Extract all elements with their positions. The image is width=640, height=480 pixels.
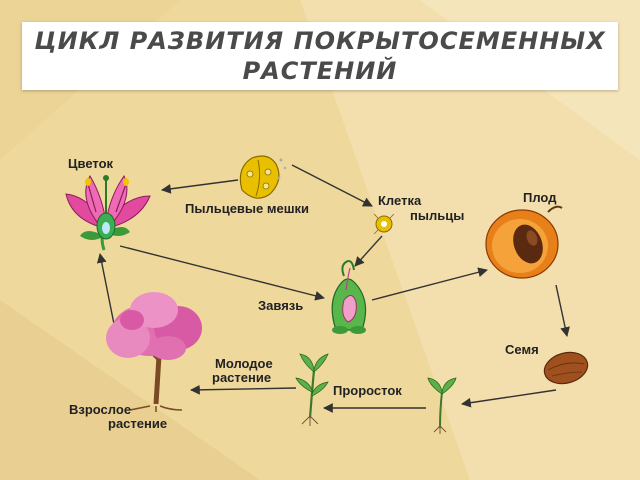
arrow-young-plant-to-adult-plant [190,384,297,395]
title-banner: Цикл развития покрытосеменных растений [22,22,618,90]
arrow-fruit-to-seed [555,284,570,337]
arrow-ovary-to-fruit [371,267,488,301]
label-sprout: Проросток [333,383,402,398]
label-ovary: Завязь [258,298,304,313]
young-plant-illustration [295,353,329,426]
sprout-illustration [427,377,457,434]
adult-plant-illustration [106,292,202,412]
label-adult-plant-line1: Взрослое [69,402,132,417]
label-pollen-sacs: Пыльцевые мешки [185,201,310,216]
label-young-plant-line1: Молодое [215,356,273,371]
arrow-seed-to-sprout [461,389,557,408]
label-fruit: Плод [523,190,557,205]
label-adult-plant-line2: растение [108,416,168,431]
pollen-cell-illustration [373,213,395,235]
arrow-adult-plant-to-flower [96,253,115,325]
arrow-flower-to-ovary [119,245,325,301]
label-seed: Семя [505,342,539,357]
arrow-pollen-sacs-to-flower [161,179,239,194]
title-line-1: Цикл развития покрытосеменных [34,27,606,55]
arrows [96,164,570,413]
label-pollen-cell-line2: пыльцы [410,208,465,223]
fruit-illustration [485,205,563,279]
ovary-illustration [331,260,367,334]
flower-illustration [65,174,151,251]
seed-illustration [543,351,589,385]
label-pollen-cell-line1: Клетка [378,193,422,208]
label-flower: Цветок [68,156,114,171]
label-young-plant-line2: растение [212,370,272,385]
pollen-sacs-illustration [239,155,287,199]
title-line-2: растений [242,57,398,85]
arrow-pollen-cell-to-ovary [354,235,383,267]
arrow-pollen-sacs-to-pollen-cell [291,164,373,207]
